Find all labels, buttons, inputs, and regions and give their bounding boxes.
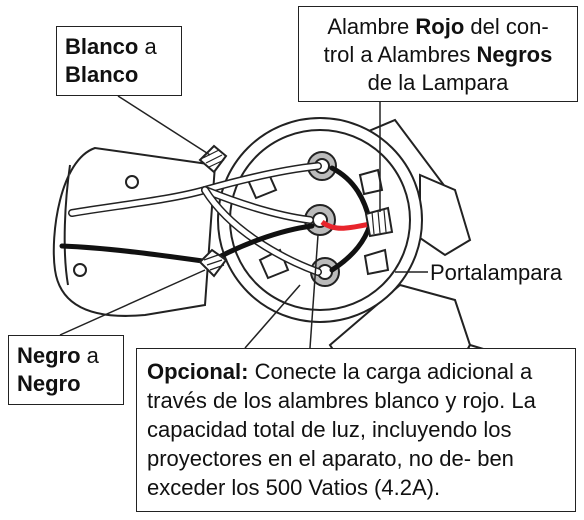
callout-blanco-bold1: Blanco [65,34,139,59]
callout-blanco-bold2: Blanco [65,62,139,87]
red-wire [320,219,371,231]
lamp-holder [217,117,423,323]
junction-box [52,146,217,317]
callout-opcional: Opcional: Conecte la carga adicional a t… [136,348,576,512]
callout-negro-bold2: Negro [17,371,81,396]
leader-lines [59,95,428,349]
label-portalampara: Portalampara [428,260,565,286]
callout-rojo-text4: de la Lampara [367,70,509,95]
callout-negro-bold1: Negro [17,343,81,368]
wire-nut-black [198,248,228,278]
callout-rojo-text2: del con- [464,14,549,39]
callout-rojo-bold1: Rojo [415,14,465,39]
callout-opcional-text: Conecte la carga adicional a través de l… [147,359,536,500]
callout-rojo-bold2: Negros [476,42,553,67]
callout-blanco-a-blanco: Blanco a Blanco [56,26,182,96]
wire-nut-white [198,144,228,174]
wire-nut-red [364,206,394,238]
callout-rojo-text1: Alambre [327,14,416,39]
callout-negro-text1: a [80,343,99,368]
callout-opcional-bold: Opcional: [147,359,249,384]
callout-rojo-a-negros: Alambre Rojo del con- trol a Alambres Ne… [298,6,578,102]
callout-negro-a-negro: Negro a Negro [8,335,124,405]
callout-blanco-text1: a [138,34,157,59]
callout-rojo-text3: trol a Alambres [323,42,477,67]
